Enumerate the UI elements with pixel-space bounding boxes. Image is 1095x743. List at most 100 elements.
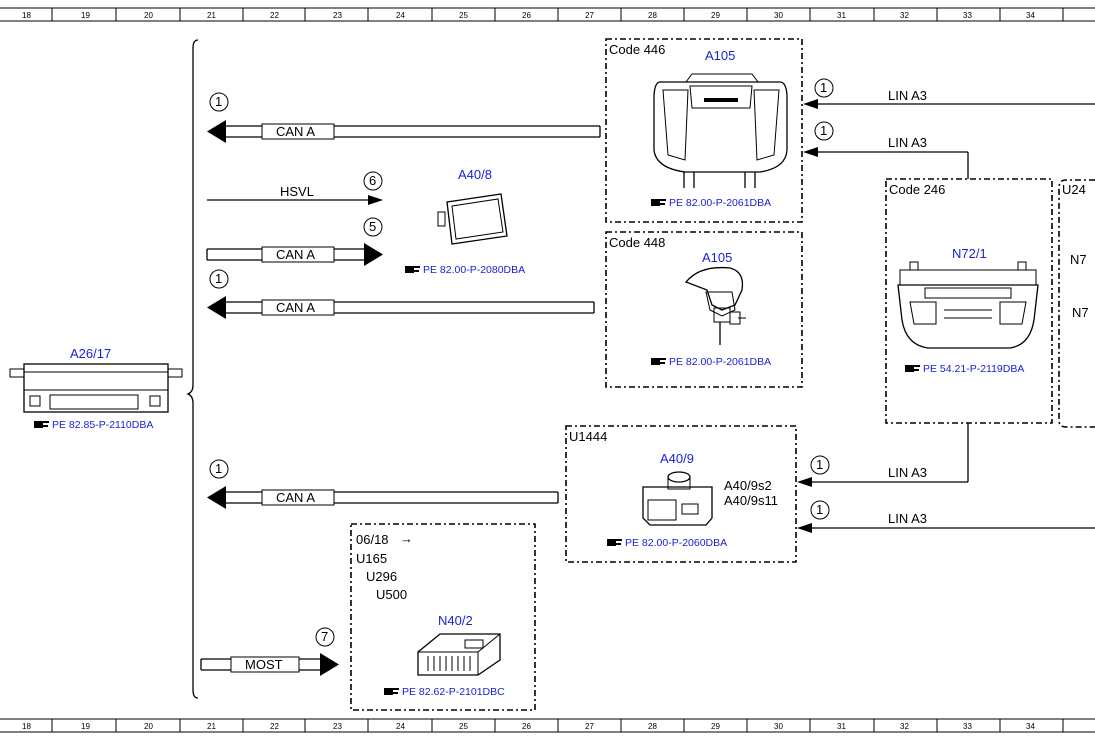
a26-17-ref[interactable]: PE 82.85-P-2110DBA <box>52 419 153 431</box>
ruler-col: 26 <box>522 11 531 20</box>
lin-a3-line-4: LIN A3 1 <box>797 500 1095 533</box>
date-code: 06/18 <box>356 532 389 547</box>
pointing-hand-icon <box>651 358 666 365</box>
u296-code: U296 <box>366 569 397 584</box>
ruler-col: 18 <box>22 11 31 20</box>
ruler-col: 29 <box>711 11 720 20</box>
a105-label: A105 <box>702 250 732 265</box>
lin-a3-label: LIN A3 <box>888 88 927 103</box>
ruler-col: 33 <box>963 11 972 20</box>
code-448-box[interactable]: Code 448 A105 <box>605 231 803 388</box>
bus-number: 1 <box>215 94 222 109</box>
pointing-hand-icon <box>905 365 920 372</box>
u24-box[interactable]: U24 N7 N7 <box>1058 179 1095 428</box>
ruler-col: 19 <box>81 722 90 731</box>
hsvl-line: HSVL 6 <box>207 171 383 205</box>
ruler-col: 22 <box>270 722 279 731</box>
ruler-col: 25 <box>459 722 468 731</box>
pointing-hand-icon <box>405 266 420 273</box>
pointing-hand-icon <box>34 421 49 428</box>
can-a-label: CAN A <box>276 300 315 315</box>
bus-number: 1 <box>816 502 823 517</box>
u500-code: U500 <box>376 587 407 602</box>
u1444-code: U1444 <box>569 429 607 444</box>
lin-a3-line-1: LIN A3 1 <box>803 78 1095 109</box>
n72-1-label: N72/1 <box>952 246 987 261</box>
code-label: Code 246 <box>889 182 945 197</box>
ruler-col: 30 <box>774 11 783 20</box>
bottom-ruler: 18 19 20 21 22 23 24 25 26 27 28 29 30 3… <box>0 718 1095 733</box>
lin-a3-line-2: LIN A3 1 <box>803 121 969 179</box>
u1444-box[interactable]: U1444 A40/9 A40/9s2 A40/9s11 <box>565 425 797 563</box>
u24-code: U24 <box>1062 182 1086 197</box>
bus-number: 1 <box>816 457 823 472</box>
can-a-label: CAN A <box>276 124 315 139</box>
a40-8-label: A40/8 <box>458 167 492 182</box>
most-label: MOST <box>245 657 283 672</box>
most-bus: MOST 7 <box>200 627 339 676</box>
code-446-box[interactable]: Code 446 A105 <box>605 38 803 223</box>
ruler-col: 21 <box>207 11 216 20</box>
u165-code: U165 <box>356 551 387 566</box>
ruler-col: 25 <box>459 11 468 20</box>
ruler-col: 31 <box>837 722 846 731</box>
can-a-label: CAN A <box>276 247 315 262</box>
can-a-bus-1: CAN A 1 <box>207 92 601 143</box>
n40-2-label: N40/2 <box>438 613 473 628</box>
ruler-col: 29 <box>711 722 720 731</box>
bus-number: 7 <box>321 629 328 644</box>
lin-a3-label: LIN A3 <box>888 135 927 150</box>
ruler-col: 23 <box>333 11 342 20</box>
hsvl-label: HSVL <box>280 184 314 199</box>
code-246-box[interactable]: Code 246 N72/1 <box>885 178 1053 424</box>
a40-8-ref[interactable]: PE 82.00-P-2080DBA <box>423 264 525 276</box>
ruler-col: 30 <box>774 722 783 731</box>
pointing-hand-icon <box>384 688 399 695</box>
a26-17-label: A26/17 <box>70 346 111 361</box>
can-a-bus-3: CAN A 1 <box>207 269 595 319</box>
bus-number: 5 <box>369 219 376 234</box>
n72-1-ref[interactable]: PE 54.21-P-2119DBA <box>923 363 1024 375</box>
ruler-col: 32 <box>900 722 909 731</box>
ruler-col: 21 <box>207 722 216 731</box>
lin-a3-label: LIN A3 <box>888 465 927 480</box>
lin-a3-line-3: LIN A3 1 <box>797 423 969 487</box>
code-label: Code 448 <box>609 235 665 250</box>
bus-number: 1 <box>820 80 827 95</box>
ruler-col: 28 <box>648 722 657 731</box>
a105-ref[interactable]: PE 82.00-P-2061DBA <box>669 197 771 209</box>
arrow-right-icon: → <box>400 531 413 546</box>
ruler-col: 34 <box>1026 722 1035 731</box>
a40-9s2-label: A40/9s2 <box>724 478 772 493</box>
bus-brace <box>186 39 199 699</box>
bus-number: 1 <box>215 461 222 476</box>
top-ruler: 18 19 20 21 22 23 24 25 26 27 28 29 30 3… <box>0 7 1095 22</box>
ruler-col: 32 <box>900 11 909 20</box>
ruler-col: 20 <box>144 722 153 731</box>
a105-label: A105 <box>705 48 735 63</box>
a40-8-component[interactable]: A40/8 <box>437 167 508 245</box>
ruler-col: 33 <box>963 722 972 731</box>
a26-17-component[interactable]: A26/17 <box>9 346 183 413</box>
ruler-col: 20 <box>144 11 153 20</box>
a40-9-ref[interactable]: PE 82.00-P-2060DBA <box>625 537 727 549</box>
bus-number: 6 <box>369 173 376 188</box>
ruler-col: 26 <box>522 722 531 731</box>
can-a-bus-5: CAN A 5 <box>206 217 383 266</box>
a40-9-label: A40/9 <box>660 451 694 466</box>
a105-ref[interactable]: PE 82.00-P-2061DBA <box>669 356 771 368</box>
can-a-label: CAN A <box>276 490 315 505</box>
can-a-bus-4: CAN A 1 <box>207 459 559 509</box>
ruler-col: 19 <box>81 11 90 20</box>
n40-2-ref[interactable]: PE 82.62-P-2101DBC <box>402 686 505 698</box>
n7-label: N7 <box>1072 305 1089 320</box>
n40-2-box[interactable]: 06/18 → U165 U296 U500 N40/2 <box>350 523 536 711</box>
pointing-hand-icon <box>651 199 666 206</box>
code-label: Code 446 <box>609 42 665 57</box>
ruler-col: 24 <box>396 11 405 20</box>
ruler-col: 27 <box>585 11 594 20</box>
ruler-col: 27 <box>585 722 594 731</box>
a40-9s11-label: A40/9s11 <box>724 493 778 508</box>
ruler-col: 34 <box>1026 11 1035 20</box>
